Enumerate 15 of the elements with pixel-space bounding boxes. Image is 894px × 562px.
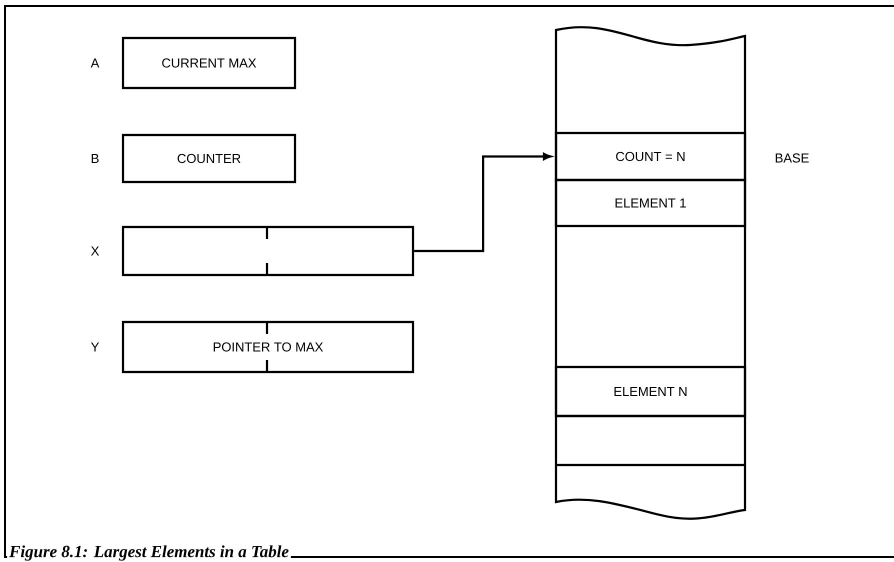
table-row: ELEMENT N [554,366,746,418]
arrow [414,152,552,252]
register-label: X [90,246,100,256]
address-label: BASE [776,153,809,163]
register-label: A [90,58,100,68]
table-drawing [554,26,746,520]
register-label: B [92,154,99,163]
register-box: CURRENT MAX [122,36,296,90]
table-row: ELEMENT 1 [554,178,746,228]
register-box: COUNTER [122,134,296,184]
register-box [122,226,414,276]
figure-caption: Figure 8.1: Largest Elements in a Table [7,543,291,562]
register-label: Y [90,342,100,352]
table-row: COUNT = N [554,132,746,182]
register-box: POINTER TO MAX [122,320,414,374]
